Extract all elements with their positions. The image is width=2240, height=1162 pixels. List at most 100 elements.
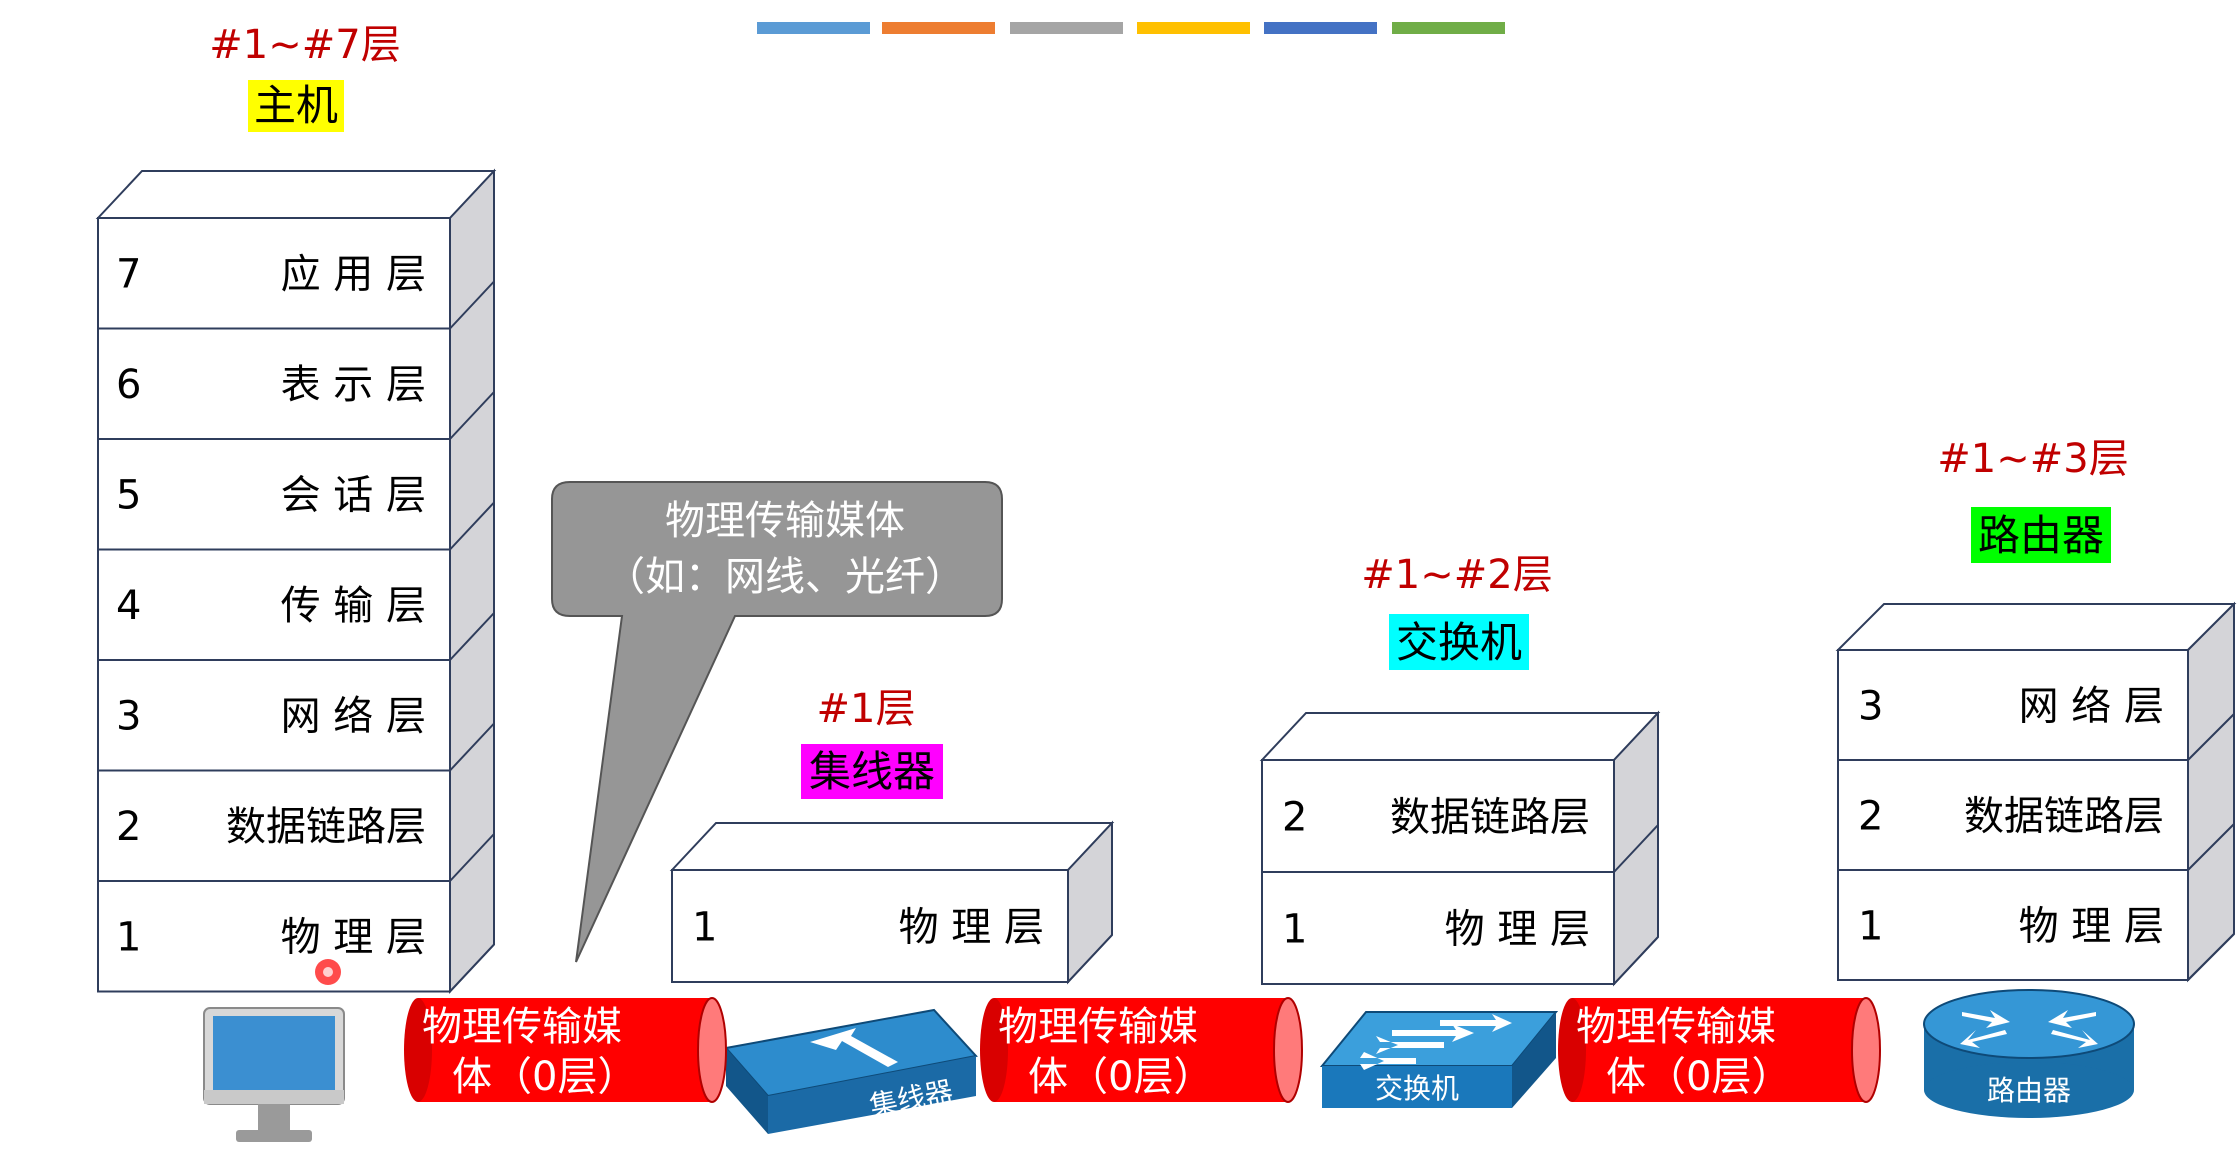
layer-name: 数据链路层 <box>1964 793 2164 839</box>
layer-box <box>97 659 451 772</box>
switch-icon-label: 交换机 <box>1375 1072 1459 1105</box>
switch-name-highlight <box>1389 614 1529 670</box>
host-name-highlight <box>248 80 344 132</box>
stack-top-face <box>669 822 1115 871</box>
stack-side-divider <box>449 943 495 993</box>
stack-top-face <box>1835 603 2237 651</box>
layer-number: 7 <box>116 252 141 298</box>
transmission-medium: 物理传输媒体（0层） <box>980 997 1303 1103</box>
callout-line2: （如：网线、光纤） <box>605 554 965 600</box>
palette-bar <box>1392 22 1505 34</box>
router-name: 路由器 <box>1978 511 2104 560</box>
medium-right-cap <box>1851 997 1881 1103</box>
layer-number: 2 <box>1282 794 1307 840</box>
router-icon: 路由器 <box>1923 989 2135 1118</box>
stack-side-divider <box>449 722 495 772</box>
transmission-medium: 物理传输媒体（0层） <box>1558 997 1881 1103</box>
layer-name: 物 理 层 <box>1445 906 1590 952</box>
layer-number: 2 <box>1858 793 1883 839</box>
layer-name: 物 理 层 <box>281 915 426 961</box>
hub-icon: 集线器 <box>724 1008 978 1134</box>
router-icon-label: 路由器 <box>1987 1074 2071 1107</box>
stack-side-face <box>2187 601 2235 983</box>
medium-body <box>1572 998 1866 1102</box>
palette-bar <box>1010 22 1123 34</box>
stack-side-divider <box>2187 933 2235 981</box>
stack-side-divider <box>1613 824 1659 873</box>
computer-monitor-icon <box>203 1007 345 1142</box>
medium-label-line1: 物理传输媒 <box>998 1004 1198 1050</box>
medium-label-line1: 物理传输媒 <box>1576 1004 1776 1050</box>
stack-side-divider <box>449 612 495 661</box>
layer-number: 2 <box>116 804 141 850</box>
medium-body <box>418 998 712 1102</box>
layer-name: 网 络 层 <box>2019 683 2164 729</box>
switch-range-label: #1~#2层 <box>1361 552 1552 598</box>
hub-name-highlight <box>801 744 943 799</box>
router-range-label: #1~#3层 <box>1937 436 2128 482</box>
layer-name: 应 用 层 <box>281 252 426 298</box>
layer-name: 数据链路层 <box>226 804 426 850</box>
callout-line1: 物理传输媒体 <box>665 498 905 544</box>
hub-layer-stack: 1 物 理 层 <box>669 820 1115 985</box>
stack-side-face <box>449 168 495 995</box>
layer-box <box>97 880 451 993</box>
layer-number: 1 <box>1282 906 1307 952</box>
medium-left-cap <box>980 998 1008 1102</box>
callout-bubble <box>551 481 1003 963</box>
layer-box <box>1261 759 1615 873</box>
stack-side-divider <box>449 391 495 440</box>
switch-name: 交换机 <box>1396 618 1522 667</box>
layer-name: 网 络 层 <box>281 694 426 740</box>
medium-body <box>994 998 1288 1102</box>
stack-side-divider <box>449 280 495 330</box>
layer-number: 1 <box>116 915 141 961</box>
medium-left-cap <box>404 998 432 1102</box>
transmission-media-callout: 物理传输媒体 （如：网线、光纤） <box>551 481 1003 963</box>
transmission-media-row: 物理传输媒体（0层）物理传输媒体（0层）物理传输媒体（0层） <box>404 997 1881 1103</box>
medium-label-line2: 体（0层） <box>1606 1054 1791 1100</box>
layer-box <box>97 217 451 330</box>
layer-name: 会 话 层 <box>281 473 426 519</box>
stack-side-divider <box>2187 713 2235 761</box>
layer-name: 物 理 层 <box>899 904 1044 950</box>
hub-name: 集线器 <box>809 747 935 796</box>
palette-bar <box>757 22 870 34</box>
router-name-highlight <box>1971 507 2111 563</box>
palette-bar <box>1137 22 1250 34</box>
host-name: 主机 <box>254 81 338 130</box>
layer-number: 1 <box>1858 903 1883 949</box>
layer-name: 表 示 层 <box>281 362 426 408</box>
layer-number: 3 <box>116 694 141 740</box>
color-palette-bars <box>757 22 1505 34</box>
layer-box <box>1837 869 2189 981</box>
layer-number: 5 <box>116 473 141 519</box>
stack-side-divider <box>2187 823 2235 871</box>
stack-side-divider <box>449 833 495 882</box>
layer-number: 1 <box>692 904 717 950</box>
medium-right-cap <box>697 997 727 1103</box>
palette-bar <box>1264 22 1377 34</box>
layer-box <box>97 548 451 661</box>
stack-side-divider <box>1067 934 1113 983</box>
layer-name: 物 理 层 <box>2019 903 2164 949</box>
layer-box <box>97 438 451 551</box>
medium-label-line2: 体（0层） <box>1028 1054 1213 1100</box>
stack-top-face <box>95 170 497 219</box>
stack-side-divider <box>1613 936 1659 985</box>
medium-left-cap <box>1558 998 1586 1102</box>
layer-box <box>97 769 451 882</box>
layer-name: 传 输 层 <box>281 583 426 629</box>
laser-pointer-dot <box>315 959 341 985</box>
layer-number: 4 <box>116 583 141 629</box>
layer-box <box>1837 649 2189 761</box>
transmission-medium: 物理传输媒体（0层） <box>404 997 727 1103</box>
